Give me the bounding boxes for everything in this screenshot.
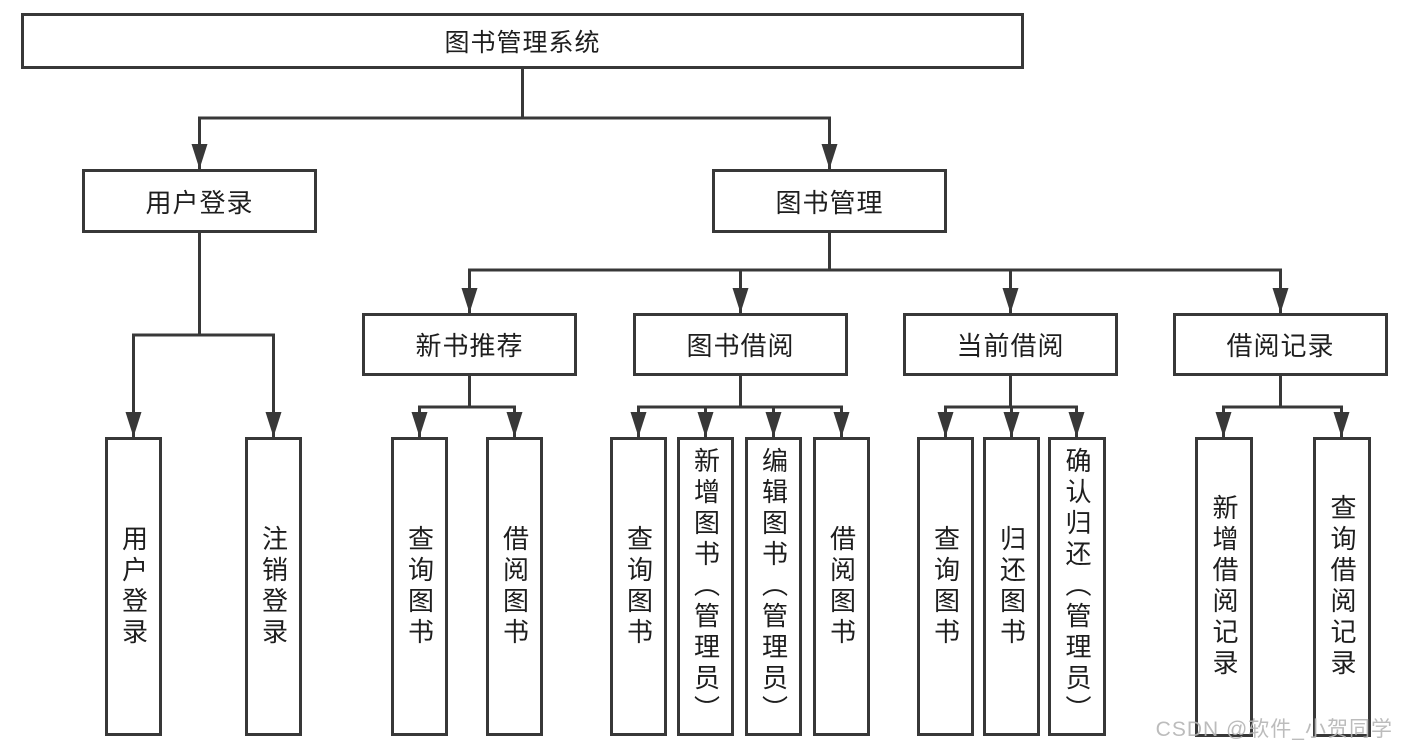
connector-borrow-records-children xyxy=(1215,376,1350,437)
leaf-cb-return-books-label: 归还图书 xyxy=(996,524,1027,649)
leaf-logout-label: 注销登录 xyxy=(258,524,289,649)
leaf-br-query-record: 查询借阅记录 xyxy=(1313,437,1371,737)
leaf-br-add-record: 新增借阅记录 xyxy=(1195,437,1253,737)
node-new-book-recommend: 新书推荐 xyxy=(362,313,577,376)
leaf-br-query-record-label: 查询借阅记录 xyxy=(1327,494,1357,680)
node-borrow-records-label: 借阅记录 xyxy=(1226,331,1335,361)
node-book-borrow-label: 图书借阅 xyxy=(686,331,795,361)
leaf-cb-query-books-label: 查询图书 xyxy=(930,524,961,649)
csdn-watermark: CSDN @软件_小贺同学 xyxy=(1155,718,1393,741)
leaf-nr-query-books: 查询图书 xyxy=(391,437,448,736)
leaf-bb-query-books: 查询图书 xyxy=(610,437,667,736)
leaf-nr-query-books-label: 查询图书 xyxy=(404,524,435,649)
node-library-management-system: 图书管理系统 xyxy=(21,13,1024,69)
node-current-borrow: 当前借阅 xyxy=(903,313,1118,376)
node-user-login-label: 用户登录 xyxy=(145,187,254,218)
node-new-book-recommend-label: 新书推荐 xyxy=(415,331,524,361)
node-book-management-label: 图书管理 xyxy=(775,187,884,218)
node-borrow-records: 借阅记录 xyxy=(1173,313,1388,376)
leaf-bb-edit-books-admin-label: 编辑图书（管理员） xyxy=(758,447,789,726)
leaf-bb-edit-books-admin: 编辑图书（管理员） xyxy=(745,437,802,736)
node-book-management: 图书管理 xyxy=(712,169,947,233)
leaf-bb-borrow-books-label: 借阅图书 xyxy=(826,524,857,649)
node-current-borrow-label: 当前借阅 xyxy=(956,331,1065,361)
node-library-management-system-label: 图书管理系统 xyxy=(444,29,601,57)
leaf-cb-confirm-return-admin-label: 确认归还（管理员） xyxy=(1062,447,1092,726)
leaf-bb-query-books-label: 查询图书 xyxy=(623,524,654,649)
connector-new-book-children xyxy=(411,376,523,437)
leaf-bb-add-books-admin-label: 新增图书（管理员） xyxy=(690,447,721,726)
connector-book-borrow-children xyxy=(630,376,850,437)
node-book-borrow: 图书借阅 xyxy=(633,313,848,376)
leaf-br-add-record-label: 新增借阅记录 xyxy=(1209,494,1239,680)
leaf-cb-query-books: 查询图书 xyxy=(917,437,974,736)
node-user-login: 用户登录 xyxy=(82,169,317,233)
connector-root-to-level2 xyxy=(191,69,838,169)
leaf-cb-confirm-return-admin: 确认归还（管理员） xyxy=(1048,437,1106,736)
leaf-bb-add-books-admin: 新增图书（管理员） xyxy=(677,437,734,736)
leaf-bb-borrow-books: 借阅图书 xyxy=(813,437,870,736)
connector-current-borrow-children xyxy=(937,376,1085,437)
leaf-user-login: 用户登录 xyxy=(105,437,162,736)
leaf-user-login-label: 用户登录 xyxy=(118,524,149,649)
leaf-nr-borrow-books: 借阅图书 xyxy=(486,437,543,736)
leaf-nr-borrow-books-label: 借阅图书 xyxy=(499,524,530,649)
leaf-logout: 注销登录 xyxy=(245,437,302,736)
connector-user-login-children xyxy=(125,233,282,437)
leaf-cb-return-books: 归还图书 xyxy=(983,437,1040,736)
connector-book-mgmt-children xyxy=(461,233,1289,313)
